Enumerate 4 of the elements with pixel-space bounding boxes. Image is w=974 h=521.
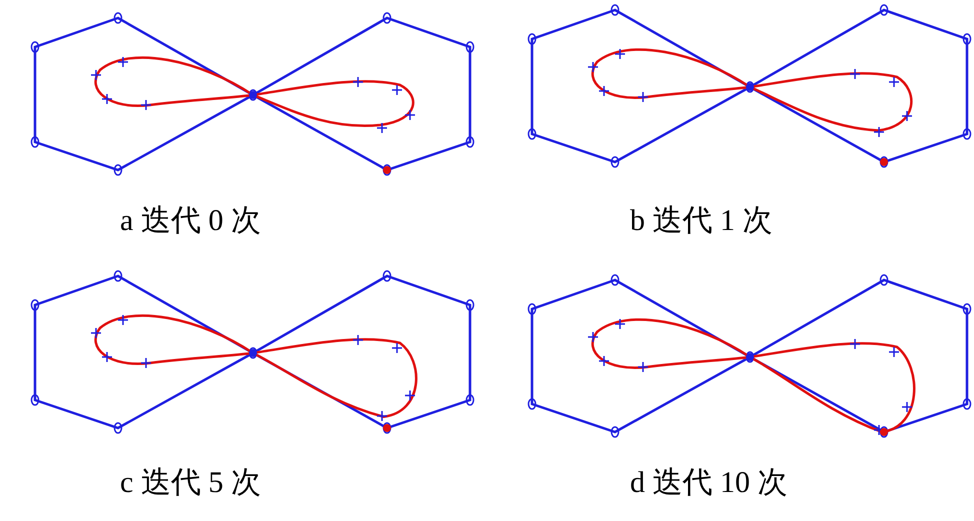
subfigure-caption: b 迭代 1 次 <box>630 203 772 239</box>
subfigure-caption: d 迭代 10 次 <box>630 465 788 501</box>
subfigure-caption: a 迭代 0 次 <box>120 203 261 239</box>
subfigure-caption: c 迭代 5 次 <box>120 465 261 501</box>
